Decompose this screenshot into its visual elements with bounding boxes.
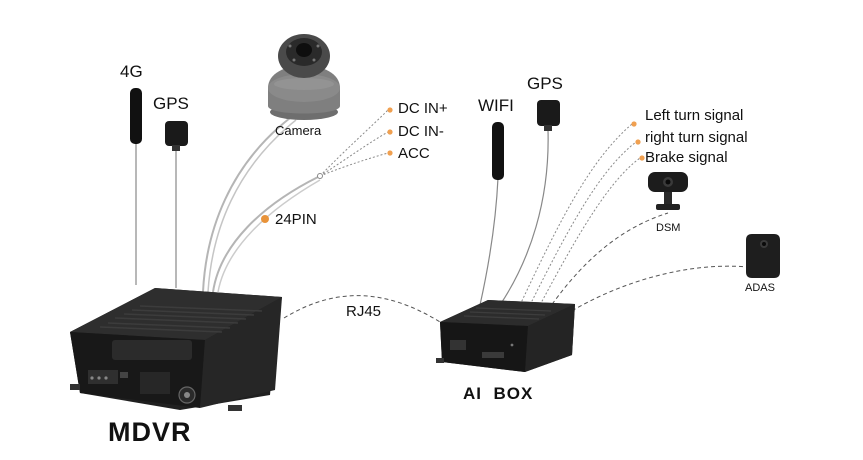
adas-camera-icon [746,234,780,278]
right-turn-signal-label: right turn signal [645,129,748,146]
acc-label: ACC [398,145,430,162]
rj45-label: RJ45 [346,303,382,320]
adas-cable [559,265,749,319]
24pin-label: 24PIN [275,211,317,228]
ai-gps-label: GPS [527,74,563,93]
dsm-label: DSM [656,222,681,234]
mdvr-gps-label: GPS [153,94,189,113]
dc-in-plus-label: DC IN+ [398,100,448,117]
acc-connector [387,150,393,156]
ai-gps-antenna-icon [499,100,560,306]
dc-in-minus-connector [387,129,393,135]
mdvr-device-icon [70,288,282,411]
24pin-connector [261,215,269,223]
dsm-cable [547,212,669,311]
dc-in-minus-label: DC IN- [398,123,444,140]
adas-label: ADAS [745,282,775,294]
mdvr-title: MDVR [108,417,192,447]
camera-label: Camera [275,123,322,138]
harness-junction [317,173,323,179]
left-turn-signal-label: Left turn signal [645,107,744,124]
gps-antenna-icon [165,121,188,288]
wifi-antenna-icon [479,122,504,306]
4g-label: 4G [120,62,143,81]
brake-connector [639,155,645,161]
wifi-label: WIFI [478,96,514,115]
right-turn-connector [635,139,641,145]
dsm-camera-icon [648,172,688,210]
ai-box-title: AI BOX [463,384,534,403]
dc-in-plus-connector [387,107,393,113]
brake-signal-label: Brake signal [645,149,728,166]
4g-antenna-icon [130,88,142,285]
left-turn-connector [631,121,637,127]
camera-icon [268,34,340,120]
ai-box-device-icon [436,300,575,372]
rj45-cable [283,295,441,323]
